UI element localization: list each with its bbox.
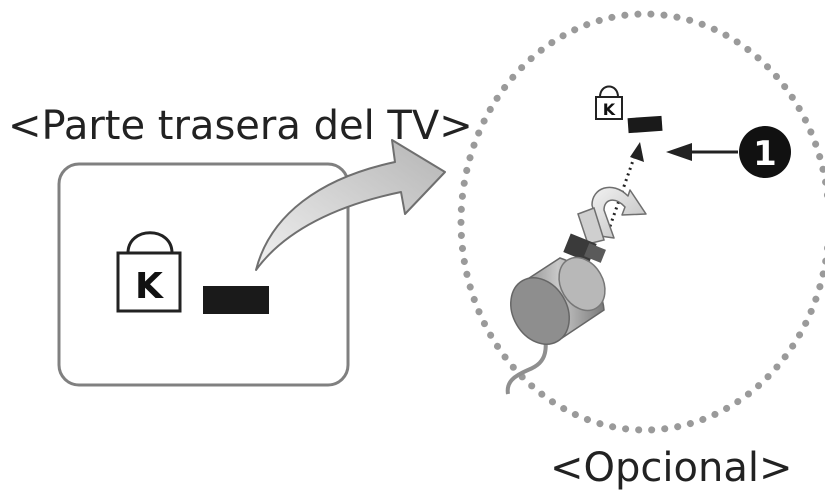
small-kensington-lock-icon: K xyxy=(595,85,623,120)
tv-back-panel xyxy=(57,162,350,387)
optional-detail-circle xyxy=(457,10,825,434)
lock-symbol-large: K xyxy=(135,266,164,307)
insert-direction-arrowhead xyxy=(630,142,644,162)
lock-slot xyxy=(203,286,269,314)
lock-symbol-small: K xyxy=(603,100,616,119)
rotate-arrow-icon xyxy=(577,186,647,245)
kensington-lock-icon: K xyxy=(116,231,182,313)
small-lock-slot xyxy=(627,115,663,134)
callout-number: 1 xyxy=(753,134,777,174)
callout-badge: 1 xyxy=(739,126,791,178)
kensington-lock-device xyxy=(505,233,606,395)
optional-label: <Opcional> xyxy=(550,445,793,491)
tv-back-label: <Parte trasera del TV> xyxy=(8,103,473,149)
curved-arrow-icon xyxy=(255,139,446,271)
pointer-arrow-icon xyxy=(666,143,692,161)
